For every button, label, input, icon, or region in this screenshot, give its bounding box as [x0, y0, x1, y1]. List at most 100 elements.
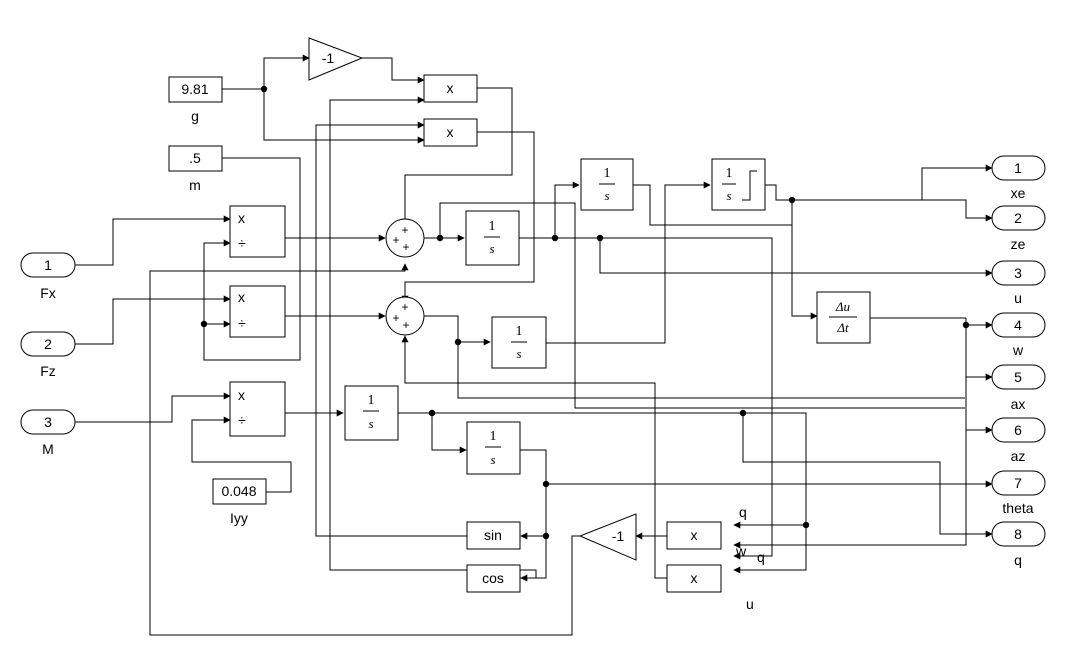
divide-div-label: ÷ [238, 412, 246, 428]
outport-label: az [1011, 448, 1026, 464]
derivative-block[interactable]: Δu Δt [816, 291, 871, 344]
integrator-den: s [368, 416, 373, 431]
product-gravity-sin[interactable]: x [423, 118, 478, 147]
integrator-den: s [726, 188, 731, 203]
integrator-q[interactable]: 1 s [344, 385, 399, 441]
outport-q[interactable]: 8 q [991, 521, 1046, 568]
cos-label: cos [482, 570, 504, 586]
product-label: x [447, 124, 454, 140]
product-gravity-cos[interactable]: x [423, 74, 478, 103]
inport-m[interactable]: 3 M [20, 409, 76, 457]
divide-fz-by-m[interactable]: x ÷ [229, 285, 286, 338]
integrator-theta[interactable]: 1 s [466, 421, 521, 475]
inport-m-label: M [42, 441, 54, 457]
outport-label: xe [1011, 185, 1026, 201]
derivative-den: Δt [836, 320, 849, 335]
inport-fx[interactable]: 1 Fx [20, 252, 76, 301]
junction-dots [200, 85, 970, 540]
sum-sign-bottom: + [402, 318, 409, 332]
outport-number: 8 [1014, 526, 1022, 542]
constant-m[interactable]: .5 m [168, 145, 223, 193]
outport-ax[interactable]: 5 ax [991, 364, 1046, 412]
divide-mul-label: x [238, 289, 245, 305]
outport-label: theta [1002, 500, 1033, 516]
integrator-num: 1 [726, 166, 733, 181]
constant-iyy-label: Iyy [230, 510, 248, 526]
divide-mul-label: x [238, 210, 245, 226]
constant-g-value: 9.81 [181, 81, 208, 97]
inport-fz-label: Fz [40, 363, 56, 379]
sum-sign-left: + [392, 233, 399, 247]
integrator-den: s [490, 452, 495, 467]
sum-u-dot[interactable]: + + + [385, 218, 425, 258]
outport-label: ax [1011, 396, 1026, 412]
constant-g[interactable]: 9.81 g [168, 76, 223, 124]
divide-div-label: ÷ [238, 315, 246, 331]
outport-label: w [1012, 342, 1024, 358]
integrator-num: 1 [368, 393, 375, 408]
integrator-w[interactable]: 1 s [491, 316, 547, 369]
integrator-den: s [489, 241, 494, 256]
integrator-num: 1 [489, 219, 496, 234]
inport-fx-number: 1 [44, 257, 52, 273]
product-q-u[interactable]: x [666, 564, 722, 593]
derivative-num: Δu [835, 299, 851, 314]
product-label: x [691, 570, 698, 586]
integrator-den: s [516, 346, 521, 361]
integrator-xe[interactable]: 1 s [580, 158, 634, 211]
constant-iyy[interactable]: 0.048 Iyy [212, 478, 267, 526]
outport-label: q [1014, 552, 1022, 568]
outport-number: 6 [1014, 422, 1022, 438]
inport-m-number: 3 [44, 414, 52, 430]
outport-number: 4 [1014, 317, 1022, 333]
inport-fz-number: 2 [44, 336, 52, 352]
sum-sign-top: + [401, 300, 408, 314]
limit-icon [742, 170, 757, 201]
constant-m-label: m [189, 177, 201, 193]
signal-label-w: w [735, 543, 747, 559]
sin-label: sin [484, 527, 502, 543]
gain-negative-g-label: -1 [322, 50, 335, 66]
sum-sign-bottom: + [402, 240, 409, 254]
signal-label-q2: q [757, 549, 765, 565]
signal-label-q: q [739, 504, 747, 520]
product-label: x [691, 527, 698, 543]
sum-w-dot[interactable]: + + + [385, 296, 425, 336]
divide-mul-label: x [238, 387, 245, 403]
cos-block[interactable]: cos [466, 564, 521, 593]
outport-ze[interactable]: 2 ze [991, 205, 1046, 252]
integrator-num: 1 [490, 429, 497, 444]
constant-m-value: .5 [189, 150, 201, 166]
sum-sign-top: + [401, 223, 408, 237]
integrator-ze-limited[interactable]: 1 s [711, 158, 766, 211]
outport-label: ze [1011, 236, 1026, 252]
outport-w[interactable]: 4 w [991, 312, 1046, 358]
divide-div-label: ÷ [238, 235, 246, 251]
outport-label: u [1014, 290, 1022, 306]
divide-m-by-iyy[interactable]: x ÷ [229, 381, 286, 437]
product-q-w[interactable]: x [666, 521, 722, 550]
signal-label-u: u [746, 596, 754, 612]
gain-negative-g[interactable]: -1 [308, 37, 364, 81]
inport-fz[interactable]: 2 Fz [20, 331, 76, 379]
outport-number: 5 [1014, 369, 1022, 385]
outport-az[interactable]: 6 az [991, 417, 1046, 464]
outport-u[interactable]: 3 u [991, 260, 1046, 306]
gain-negative-feedback[interactable]: -1 [578, 513, 637, 561]
outport-number: 3 [1014, 265, 1022, 281]
integrator-den: s [604, 188, 609, 203]
divide-fx-by-m[interactable]: x ÷ [229, 205, 286, 258]
constant-iyy-value: 0.048 [221, 483, 256, 499]
outport-xe[interactable]: 1 xe [991, 155, 1046, 201]
signal-wires [75, 54, 993, 636]
product-label: x [447, 80, 454, 96]
integrator-num: 1 [516, 324, 523, 339]
outport-number: 7 [1014, 475, 1022, 491]
outport-number: 1 [1014, 160, 1022, 176]
inport-fx-label: Fx [40, 285, 56, 301]
outport-number: 2 [1014, 210, 1022, 226]
sin-block[interactable]: sin [466, 521, 521, 550]
integrator-u[interactable]: 1 s [465, 210, 520, 266]
outport-theta[interactable]: 7 theta [991, 470, 1046, 516]
